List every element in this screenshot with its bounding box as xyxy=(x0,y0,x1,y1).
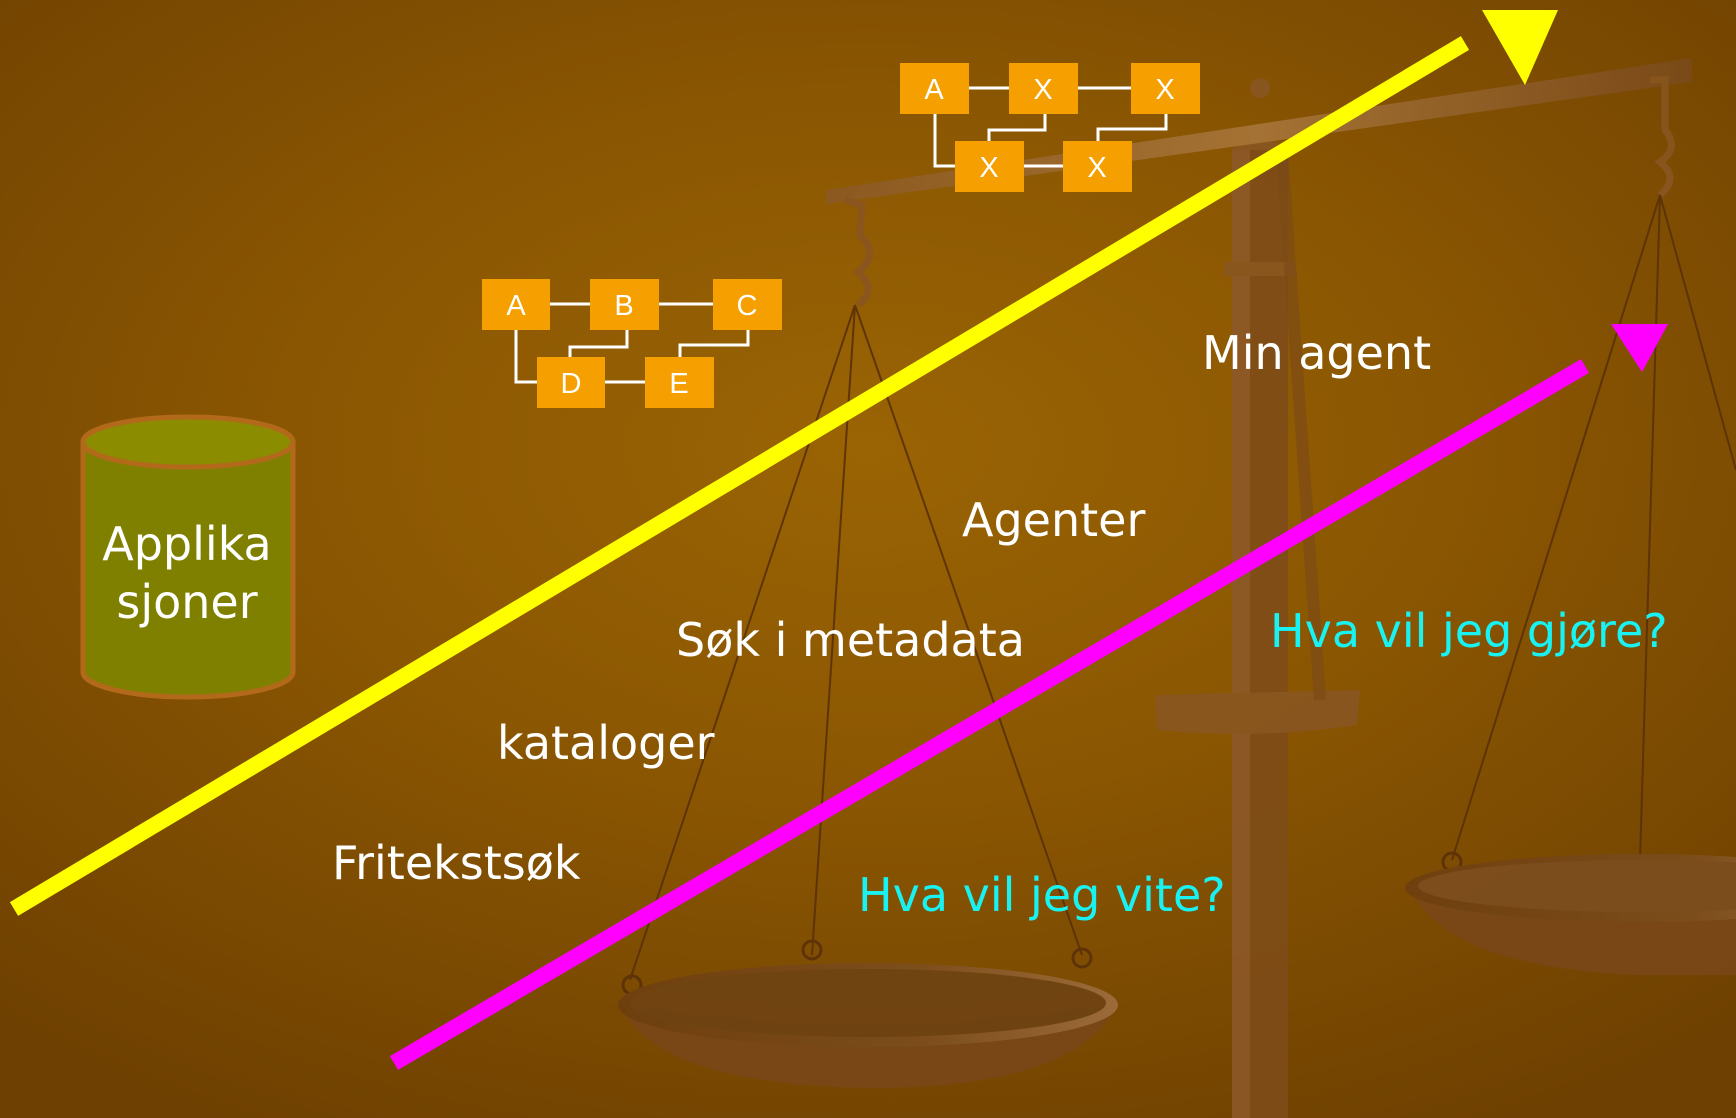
magenta-arrow xyxy=(389,324,1668,1070)
left-hook xyxy=(844,196,873,308)
applications-database-cylinder xyxy=(80,414,296,700)
right-pan xyxy=(1405,854,1736,975)
applications-label-line2: sjoner xyxy=(116,575,258,629)
flow-diagram-axxxx: A X X X X xyxy=(900,63,1200,192)
flow2-node-x3 xyxy=(955,141,1024,192)
flow-diagram-abcde: A B C D E xyxy=(482,279,782,408)
balance-scale-illustration xyxy=(618,58,1736,1118)
flow-node-a xyxy=(482,279,550,330)
flow2-node-x2-label: X xyxy=(1155,74,1174,106)
flow2-node-x1-label: X xyxy=(1033,74,1052,106)
label-agenter: Agenter xyxy=(962,493,1146,547)
flow2-node-x1 xyxy=(1009,63,1078,114)
flow2-node-x4-label: X xyxy=(1087,152,1106,184)
left-pan xyxy=(618,963,1118,1088)
label-hva-vil-jeg-vite: Hva vil jeg vite? xyxy=(858,868,1226,922)
flow2-node-x3-label: X xyxy=(979,152,998,184)
flow2-node-a xyxy=(900,63,969,114)
flow-node-e xyxy=(645,357,714,408)
label-kataloger: kataloger xyxy=(497,716,715,770)
right-hook xyxy=(1650,76,1675,198)
flow2-node-x2 xyxy=(1131,63,1200,114)
scale-post-cap xyxy=(1224,262,1294,276)
flow-node-e-label: E xyxy=(669,368,688,400)
label-sok-metadata: Søk i metadata xyxy=(676,613,1025,667)
flow-node-c xyxy=(713,279,782,330)
flow-node-c-label: C xyxy=(737,290,758,322)
flow-node-a-label: A xyxy=(506,290,526,322)
flow2-node-a-label: A xyxy=(924,74,944,106)
flow-node-d xyxy=(537,357,605,408)
label-fritekstsok: Fritekstsøk xyxy=(332,836,581,890)
flow-node-b-label: B xyxy=(614,290,633,322)
applications-label: Applika sjoner xyxy=(82,515,292,631)
scale-base xyxy=(1155,690,1360,734)
label-min-agent: Min agent xyxy=(1202,326,1432,380)
applications-label-line1: Applika xyxy=(102,517,272,571)
yellow-arrow xyxy=(9,10,1558,916)
flow-node-d-label: D xyxy=(561,368,582,400)
flow2-node-x4 xyxy=(1063,141,1132,192)
label-hva-vil-jeg-gjore: Hva vil jeg gjøre? xyxy=(1270,604,1668,658)
flow-node-b xyxy=(590,279,659,330)
